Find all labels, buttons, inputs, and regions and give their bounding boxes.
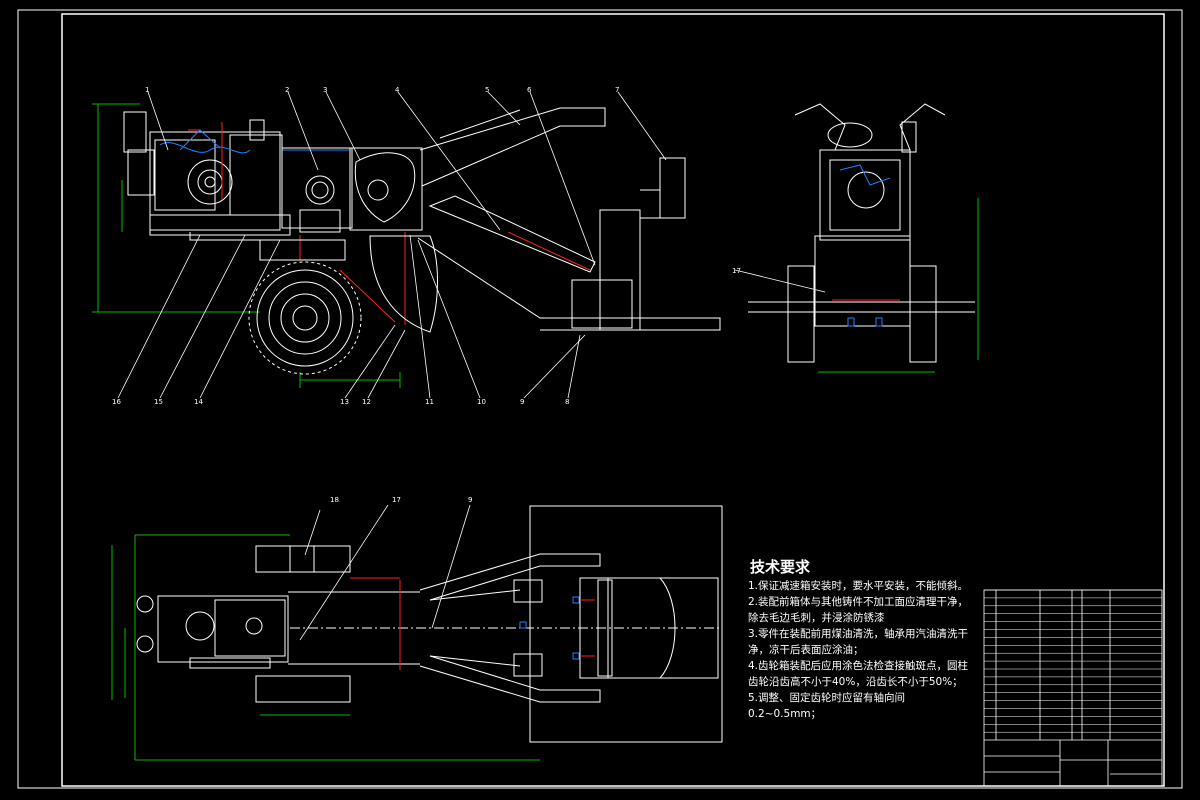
requirement-item: 3.零件在装配前用煤油清洗，轴承用汽油清洗干净，凉干后表面应涂油； [748,628,969,656]
part-label: 17 [392,496,401,504]
front-elevation-view [92,91,721,399]
part-label: 17 [732,267,741,275]
front-view-part-labels: 1 2 3 4 5 6 7 16 15 14 13 12 11 10 9 8 [112,86,619,406]
part-label: 15 [154,398,163,406]
part-label: 8 [565,398,569,406]
part-label: 7 [615,86,619,94]
technical-requirements-list: 1.保证减速箱安装时，要水平安装，不能倾斜。 2.装配前箱体与其他铸件不加工面应… [748,578,976,722]
outer-border [17,9,1183,789]
part-label: 16 [112,398,121,406]
part-label: 13 [340,398,349,406]
requirement-item: 5.调整、固定齿轮时应留有轴向间0.2~0.5mm； [748,692,906,720]
plan-view [111,504,723,761]
part-label: 11 [425,398,434,406]
requirement-item: 4.齿轮箱装配后应用涂色法检查接触斑点，圆柱齿轮沿齿高不小于40%，沿齿长不小于… [748,660,969,688]
inner-border [61,13,1165,787]
part-label: 4 [395,86,400,94]
part-label: 5 [485,86,489,94]
part-label: 1 [145,86,149,94]
part-label: 9 [520,398,524,406]
technical-requirements-title: 技术要求 [750,558,811,576]
part-label: 12 [362,398,371,406]
requirement-item: 2.装配前箱体与其他铸件不加工面应清理干净，除去毛边毛刺，并浸涂防锈漆 [748,596,969,624]
requirement-item: 1.保证减速箱安装时，要水平安装，不能倾斜。 [748,580,969,592]
part-label: 14 [194,398,203,406]
part-label: 10 [477,398,486,406]
part-label: 2 [285,86,289,94]
part-label: 18 [330,496,339,504]
plan-view-part-labels: 18 17 9 [330,496,472,504]
part-label: 9 [468,496,472,504]
part-label: 6 [527,86,532,94]
side-elevation-view [734,103,979,373]
bom-rows [984,589,1162,733]
title-block [983,589,1163,787]
part-label: 3 [323,86,327,94]
